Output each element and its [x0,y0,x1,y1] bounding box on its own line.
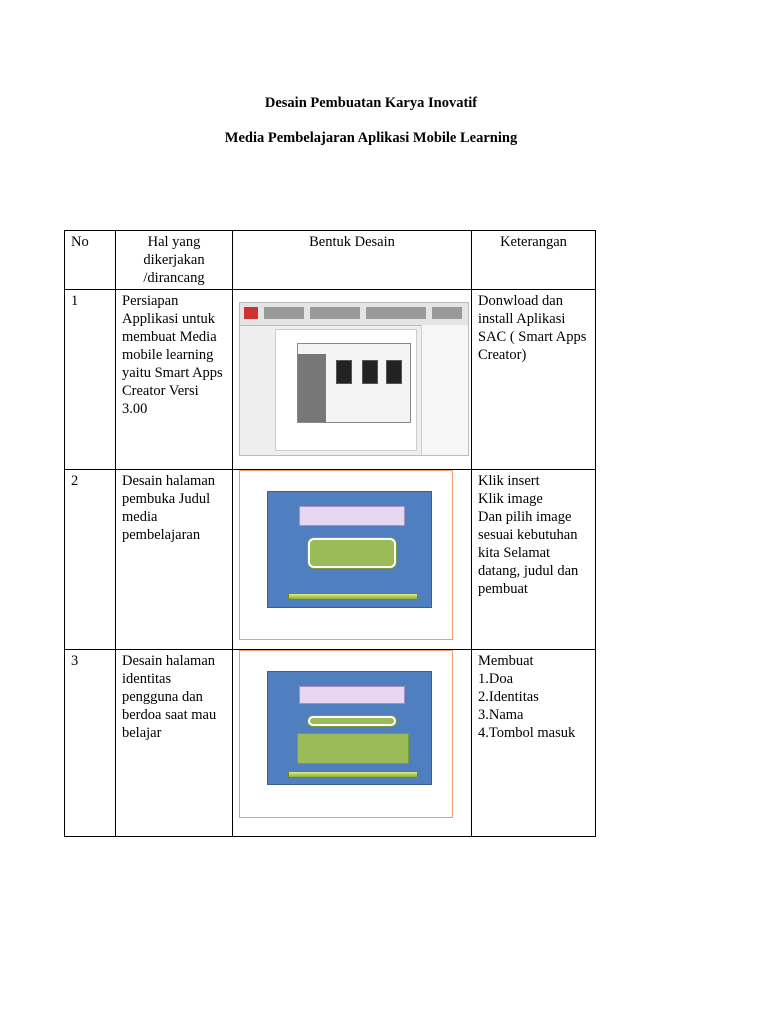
header-design: Bentuk Desain [232,230,472,290]
design-table: No Hal yang dikerjakan /dirancang Bentuk… [64,230,596,837]
row-item: Desain halaman pembuka Judul media pembe… [115,469,233,650]
new-project-dialog [297,343,411,423]
slide-frame [239,650,453,818]
row-number: 1 [64,289,116,470]
table-row: 2 Desain halaman pembuka Judul media pem… [64,469,596,650]
row-item: Desain halaman identitas pengguna dan be… [115,649,233,837]
app-toolbar [240,303,468,326]
prayer-bar [299,686,405,704]
opening-slide [267,491,432,608]
table-row: 3 Desain halaman identitas pengguna dan … [64,649,596,837]
row-number: 2 [64,469,116,650]
design-slide-cell [232,469,472,650]
identity-slide [267,671,432,785]
header-note: Keterangan [471,230,596,290]
header-item: Hal yang dikerjakan /dirancang [115,230,233,290]
enter-button-bar [288,771,418,778]
bottom-bar [288,593,418,600]
design-slide-cell [232,649,472,837]
name-box [297,733,409,764]
slide-frame [239,470,453,640]
title-box [308,538,396,568]
row-note: Membuat 1.Doa 2.Identitas 3.Nama 4.Tombo… [471,649,596,837]
properties-panel [421,325,468,455]
document-subtitle: Media Pembelajaran Aplikasi Mobile Learn… [224,130,518,146]
sac-app-screenshot [239,302,469,456]
table-header-row: No Hal yang dikerjakan /dirancang Bentuk… [64,230,596,290]
title-bar [299,506,405,526]
row-number: 3 [64,649,116,837]
row-note: Donwload dan install Aplikasi SAC ( Smar… [471,289,596,470]
document-title: Desain Pembuatan Karya Inovatif [264,95,478,111]
row-note: Klik insert Klik image Dan pilih image s… [471,469,596,650]
table-row: 1 Persiapan Applikasi untuk membuat Medi… [64,289,596,470]
row-item: Persiapan Applikasi untuk membuat Media … [115,289,233,470]
identity-field [308,716,396,726]
design-screenshot-cell [232,289,472,470]
header-no: No [64,230,116,290]
